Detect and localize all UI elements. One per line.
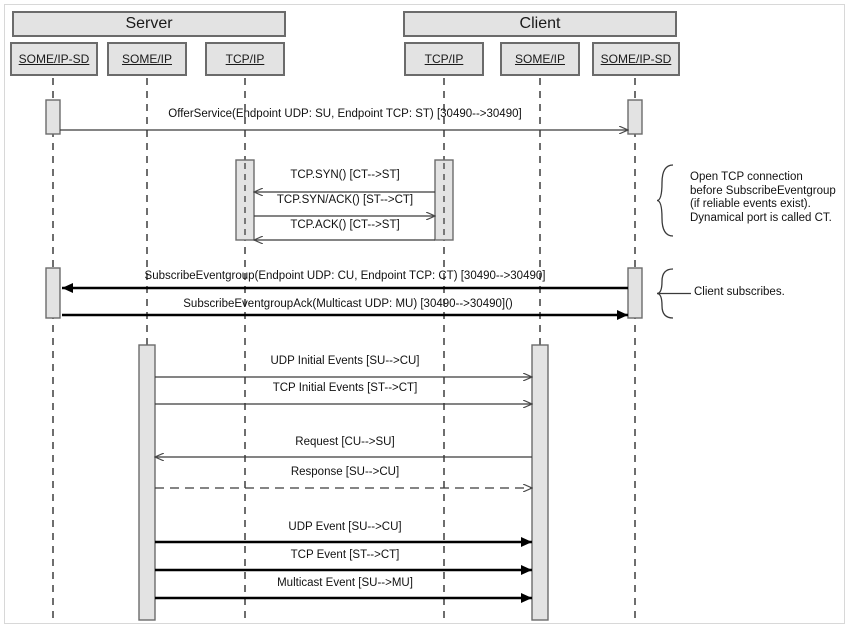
message-label-response: Response [SU-->CU] (290, 466, 400, 478)
group-header-client: Client (403, 11, 677, 37)
participant-server-tcpip[interactable]: TCP/IP (205, 42, 285, 76)
message-label-tcp-ack: TCP.ACK() [CT-->ST] (290, 219, 400, 231)
activation-client-sd-offer (627, 99, 643, 135)
group-header-server: Server (12, 11, 286, 37)
note-line: Client subscribes. (694, 286, 785, 298)
message-label-offer-service: OfferService(Endpoint UDP: SU, Endpoint … (168, 108, 522, 120)
note-line: (if reliable events exist). (690, 198, 811, 210)
message-label-multicast-event: Multicast Event [SU-->MU] (277, 577, 413, 589)
note-line: Open TCP connection (690, 171, 803, 183)
activation-client-sd-subscribe (627, 267, 643, 319)
participant-server-someip[interactable]: SOME/IP (107, 42, 187, 76)
participant-client-somipsd[interactable]: SOME/IP-SD (592, 42, 680, 76)
participant-label: SOME/IP (514, 52, 565, 66)
message-label-tcp-event: TCP Event [ST-->CT] (290, 549, 400, 561)
note-brace-note-tcp-connection (656, 164, 674, 237)
participant-label: SOME/IP-SD (600, 52, 672, 66)
activation-client-someip-events (531, 344, 549, 621)
participant-client-tcpip[interactable]: TCP/IP (404, 42, 484, 76)
message-label-udp-initial-events: UDP Initial Events [SU-->CU] (270, 355, 420, 367)
participant-server-somipsd[interactable]: SOME/IP-SD (10, 42, 98, 76)
message-label-tcp-syn-ack: TCP.SYN/ACK() [ST-->CT] (276, 194, 414, 206)
participant-label: TCP/IP (225, 52, 265, 66)
group-header-label: Server (125, 15, 173, 32)
message-label-request: Request [CU-->SU] (295, 436, 395, 448)
activation-server-sd-offer (45, 99, 61, 135)
activation-server-sd-subscribe (45, 267, 61, 319)
participant-label: SOME/IP (121, 52, 172, 66)
group-header-label: Client (519, 15, 561, 32)
note-line: before SubscribeEventgroup (690, 184, 836, 197)
message-label-tcp-initial-events: TCP Initial Events [ST-->CT] (272, 382, 418, 394)
message-label-subscribe-eventgroup: SubscribeEventgroup(Endpoint UDP: CU, En… (144, 270, 546, 282)
activation-server-someip-events (138, 344, 156, 621)
message-label-tcp-syn: TCP.SYN() [CT-->ST] (290, 169, 400, 181)
message-label-subscribe-eventgroup-ack: SubscribeEventgroupAck(Multicast UDP: MU… (183, 298, 513, 310)
note-client-subscribes: Client subscribes. (694, 286, 785, 300)
participant-label: TCP/IP (424, 52, 464, 66)
participant-label: SOME/IP-SD (18, 52, 90, 66)
message-label-udp-event: UDP Event [SU-->CU] (288, 521, 402, 533)
participant-client-someip[interactable]: SOME/IP (500, 42, 580, 76)
note-line: Dynamical port is called CT. (690, 211, 832, 224)
